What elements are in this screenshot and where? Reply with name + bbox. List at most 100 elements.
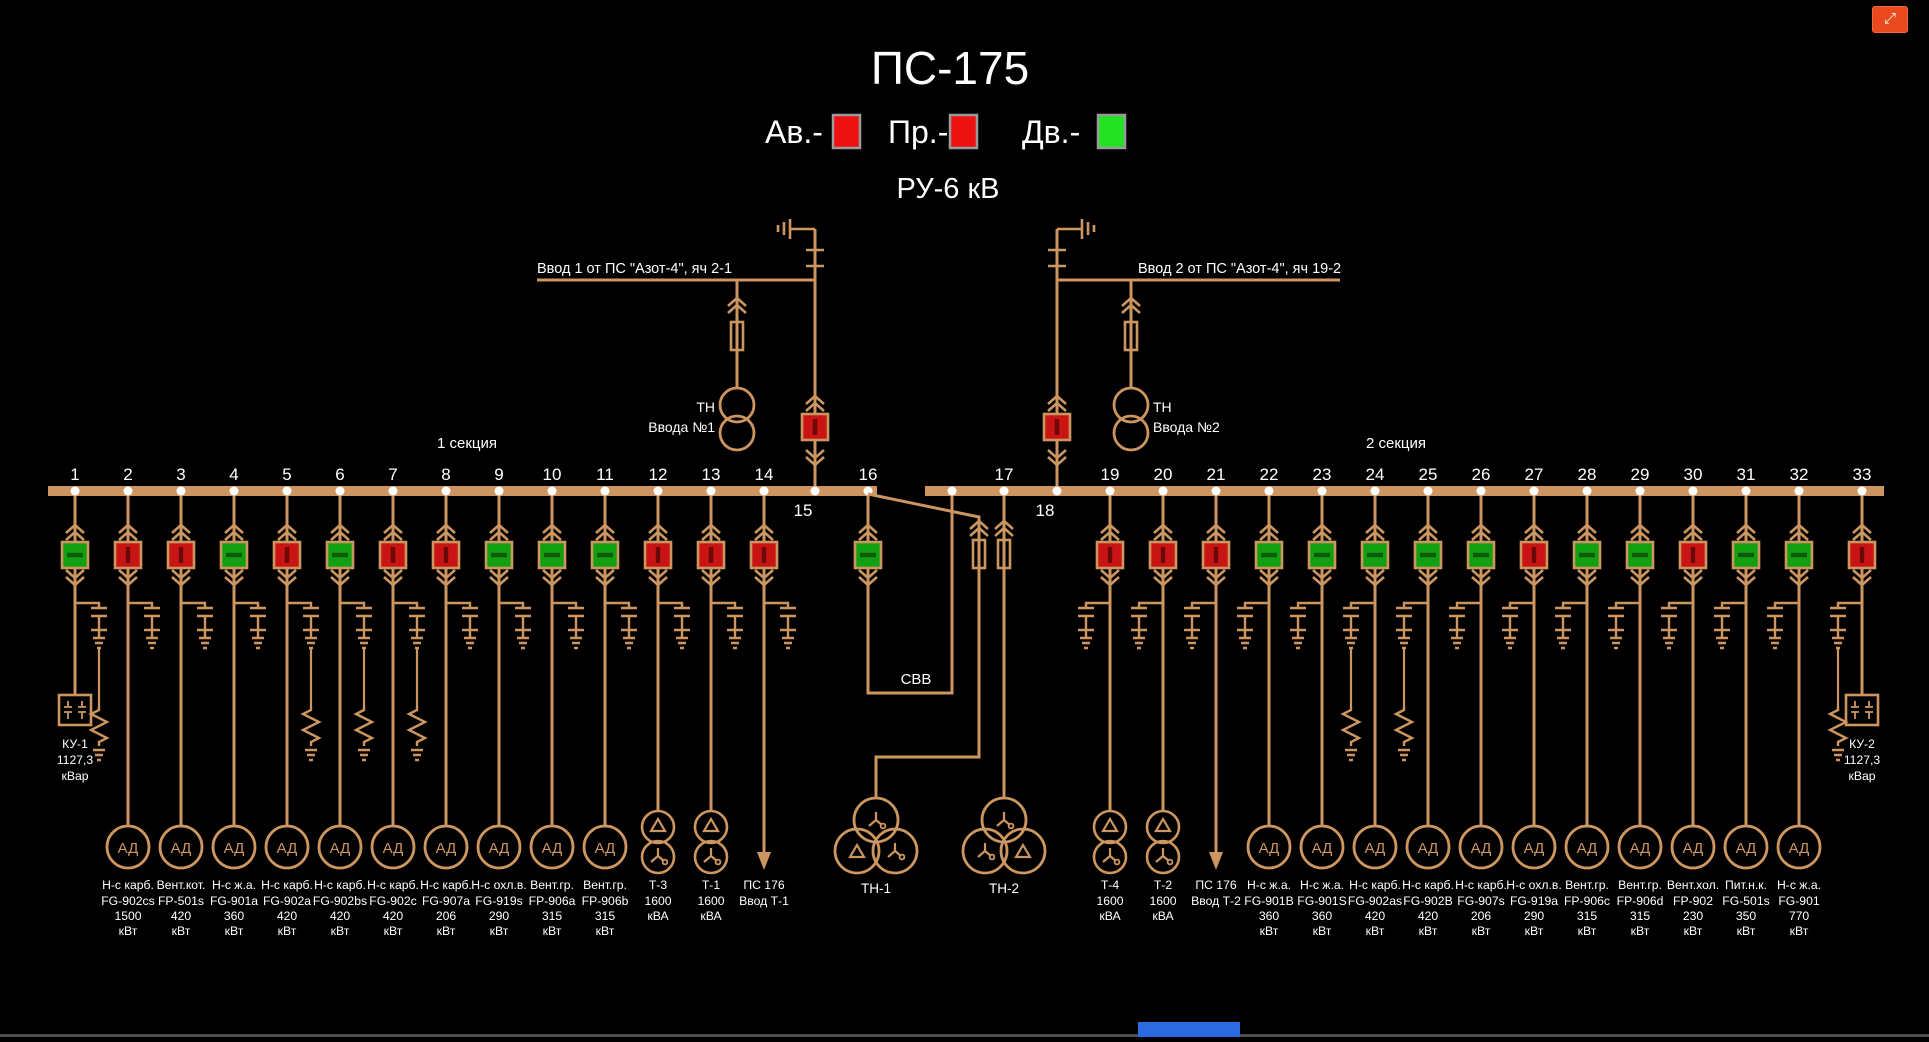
feeder-number: 11 <box>596 465 614 484</box>
outgoing-arrow-icon <box>1209 852 1223 870</box>
breaker-26[interactable] <box>1466 540 1496 570</box>
disconnector-chevron-up <box>224 523 244 541</box>
feeder-label: 360 <box>224 909 245 923</box>
ground-icon <box>676 636 688 650</box>
breaker-on-bar <box>1690 547 1696 563</box>
feeder-label: кВА <box>700 909 722 923</box>
breaker-24[interactable] <box>1360 540 1390 570</box>
bus-dot-tie <box>947 486 957 496</box>
breaker-6[interactable] <box>325 540 355 570</box>
breaker-1[interactable] <box>60 540 90 570</box>
breaker-14[interactable] <box>749 540 779 570</box>
earth-switch-icon <box>303 616 319 638</box>
breaker-23[interactable] <box>1307 540 1337 570</box>
fullscreen-button[interactable]: ⤢ <box>1872 6 1908 33</box>
disconnector-chevron-up <box>1471 523 1491 541</box>
incomer-label: Ввод 2 от ПС "Азот-4", яч 19-2 <box>1138 261 1341 277</box>
stub-wire <box>1836 601 1862 608</box>
breaker-9[interactable] <box>484 540 514 570</box>
breaker-off-bar <box>544 552 560 558</box>
motor-circle-icon <box>105 824 151 870</box>
breaker-off-bar <box>226 552 242 558</box>
feeder-label: 290 <box>489 909 510 923</box>
ground-icon <box>1186 636 1198 650</box>
capacitor-cell-icon <box>1865 701 1873 719</box>
breaker-11[interactable] <box>590 540 620 570</box>
feeder-label: 770 <box>1789 909 1810 923</box>
earth-switch-icon <box>568 616 584 638</box>
breaker-box-33[interactable] <box>1847 540 1877 570</box>
vt-label: Ввода №1 <box>648 419 715 435</box>
breaker-19[interactable] <box>1095 540 1125 570</box>
breaker-box-12[interactable] <box>643 540 673 570</box>
breaker-29[interactable] <box>1625 540 1655 570</box>
motor-circle-icon <box>1246 824 1292 870</box>
breaker-12[interactable] <box>643 540 673 570</box>
feeder-label: 420 <box>171 909 192 923</box>
breaker-33[interactable] <box>1847 540 1877 570</box>
breaker-25[interactable] <box>1413 540 1443 570</box>
earth-switch-icon <box>674 616 690 638</box>
motor-ad-text: АД <box>118 840 139 857</box>
motor-circle-icon <box>582 824 628 870</box>
feeder-label: 1500 <box>114 909 141 923</box>
bus-dot-14 <box>759 486 769 496</box>
bus-dot-6 <box>335 486 345 496</box>
breaker-7[interactable] <box>378 540 408 570</box>
disconnector-chevron-down <box>1736 569 1756 587</box>
ground-icon <box>1557 636 1569 650</box>
feeder-label: Н-с карб. <box>1455 878 1507 892</box>
breaker-4[interactable] <box>219 540 249 570</box>
ground-icon <box>1080 636 1092 650</box>
feeder-label: кВт <box>1313 924 1332 938</box>
breaker-22[interactable] <box>1254 540 1284 570</box>
breaker-2[interactable] <box>113 540 143 570</box>
stub-wire <box>1667 601 1693 608</box>
breaker-5[interactable] <box>272 540 302 570</box>
disconnector-chevron-down <box>1577 569 1597 587</box>
breaker-box-22[interactable] <box>1254 540 1284 570</box>
wye-winding-icon <box>703 848 718 863</box>
motor-ad-text: АД <box>1471 840 1492 857</box>
breaker-21[interactable] <box>1201 540 1231 570</box>
breaker-3[interactable] <box>166 540 196 570</box>
breaker-10[interactable] <box>537 540 567 570</box>
breaker-box-26[interactable] <box>1466 540 1496 570</box>
breaker-31[interactable] <box>1731 540 1761 570</box>
stub-wire <box>1720 601 1746 608</box>
feeder-label: FG-902bs <box>313 894 367 908</box>
breaker-off-bar <box>1261 552 1277 558</box>
feeder-label: КУ-1 <box>62 737 88 751</box>
bus-dot-18 <box>1052 486 1062 496</box>
feeder-label: FP-906a <box>529 894 576 908</box>
breaker-8[interactable] <box>431 540 461 570</box>
breaker-18[interactable] <box>1042 412 1072 442</box>
feeder-number: 10 <box>543 465 562 484</box>
capacitor-plates-icon <box>1608 606 1624 618</box>
disconnector-chevron-down <box>1418 569 1438 587</box>
legend-label: Дв.- <box>1022 114 1080 150</box>
breaker-32[interactable] <box>1784 540 1814 570</box>
bus-dot-7 <box>388 486 398 496</box>
disconnector-chevron-up <box>1683 523 1703 541</box>
breaker-20[interactable] <box>1148 540 1178 570</box>
motor-circle-icon <box>1458 824 1504 870</box>
disconnector-chevron-down <box>1259 569 1279 587</box>
breaker-16[interactable] <box>853 540 883 570</box>
motor-circle-icon <box>1511 824 1557 870</box>
breaker-27[interactable] <box>1519 540 1549 570</box>
breaker-30[interactable] <box>1678 540 1708 570</box>
capacitor-plates-icon <box>1767 606 1783 618</box>
breaker-28[interactable] <box>1572 540 1602 570</box>
breaker-box-27[interactable] <box>1519 540 1549 570</box>
disconnector-chevron-down <box>224 569 244 587</box>
feeder-label: 315 <box>1630 909 1651 923</box>
feeder-number: 25 <box>1419 465 1438 484</box>
disconnector-chevron-up <box>330 523 350 541</box>
feeder-label: кВт <box>1419 924 1438 938</box>
breaker-13[interactable] <box>696 540 726 570</box>
breaker-15[interactable] <box>800 412 830 442</box>
ground-icon <box>1345 636 1357 650</box>
breaker-box-7[interactable] <box>378 540 408 570</box>
breaker-box-25[interactable] <box>1413 540 1443 570</box>
